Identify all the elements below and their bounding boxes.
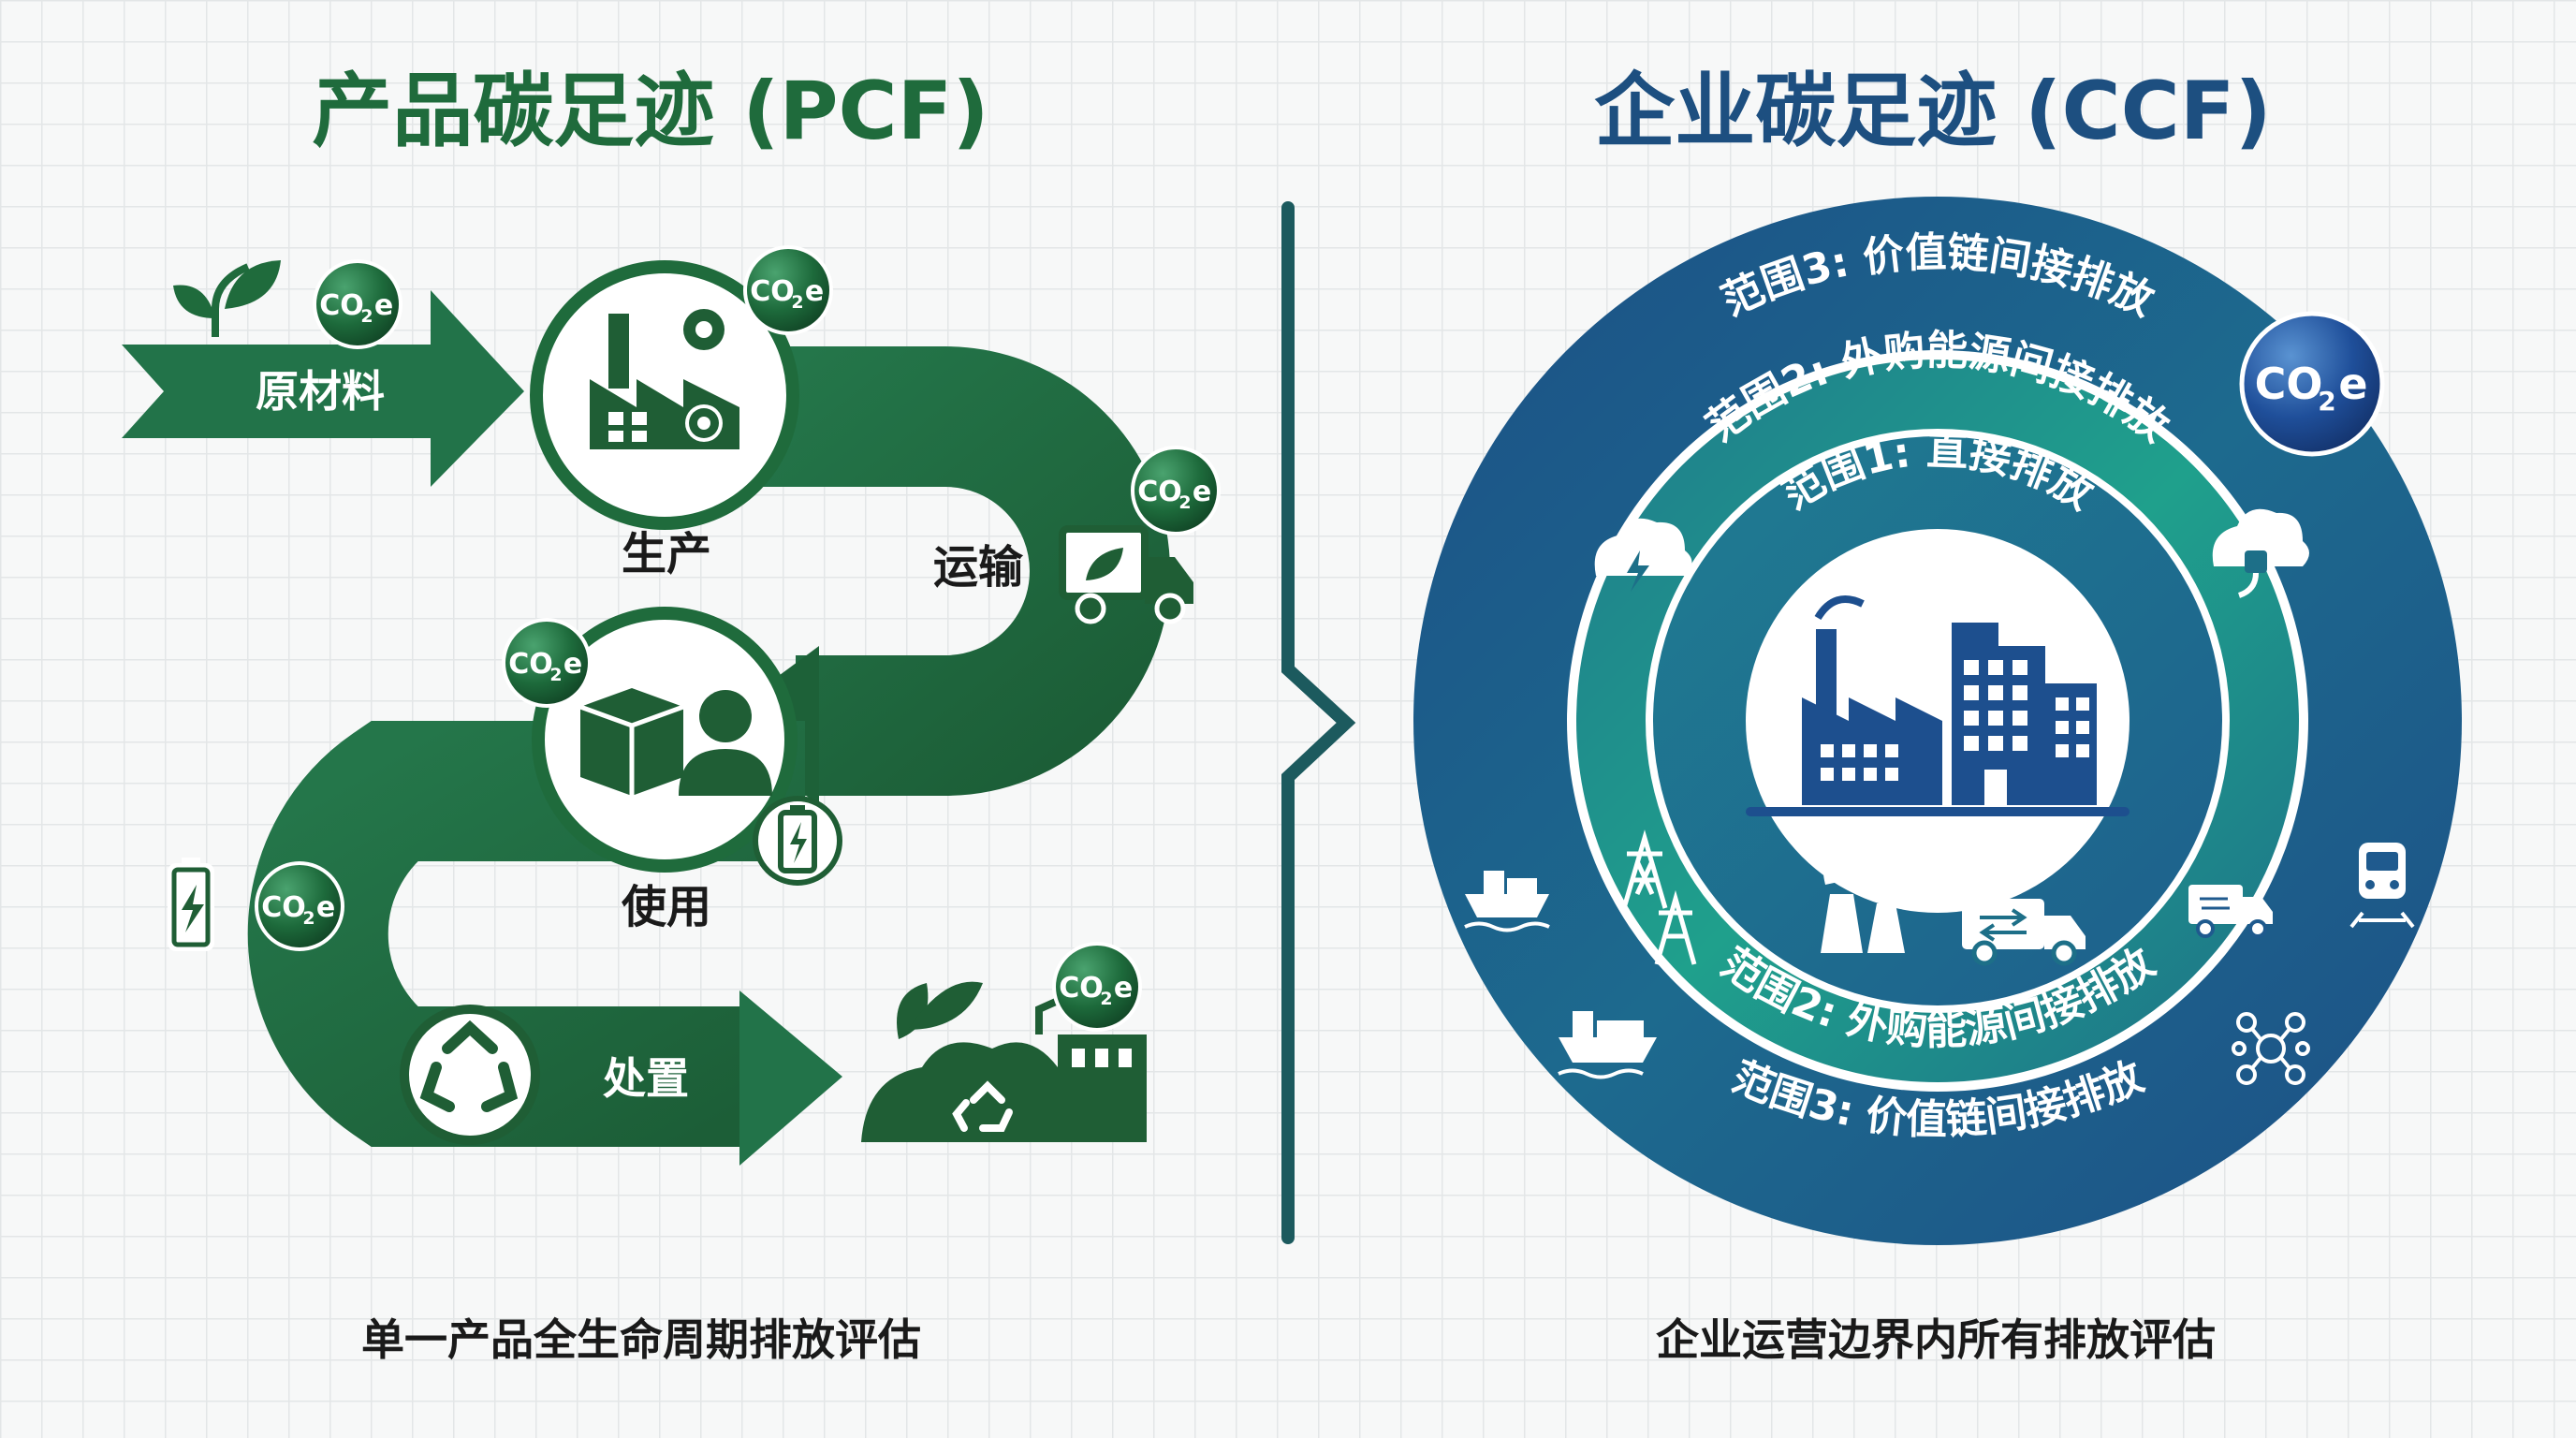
svg-text:2: 2 [549, 665, 562, 685]
ship-icon [1558, 1011, 1657, 1079]
truck-arrows-icon [2188, 885, 2273, 938]
svg-text:CO: CO [2255, 359, 2323, 409]
ccf-title: 企业碳足迹 (CCF) [1594, 65, 2272, 158]
svg-text:2: 2 [1100, 989, 1112, 1009]
svg-text:2: 2 [302, 908, 315, 929]
svg-text:CO: CO [1137, 476, 1182, 508]
co2-badge: CO 2 e [255, 861, 344, 951]
co2-badge: CO 2 e [502, 618, 592, 708]
co2-badge: CO 2 e [313, 259, 402, 349]
factory-gear-icon [590, 309, 739, 449]
battery-icon [753, 796, 842, 886]
production-node [530, 260, 799, 530]
network-icon [2232, 1012, 2310, 1085]
landfill-icon [861, 981, 1147, 1142]
svg-text:e: e [805, 275, 824, 308]
recycle-icon [400, 1005, 540, 1145]
box-user-icon [579, 688, 772, 796]
cloud-plug-icon [2212, 508, 2309, 598]
stage-transport-label: 运输 [933, 541, 1024, 594]
truck-leaf-icon [1059, 525, 1193, 624]
stage-disposal-label: 处置 [603, 1053, 689, 1104]
svg-text:CO: CO [319, 289, 364, 322]
cloud-lightning-icon [1594, 518, 1692, 592]
leaf-icon [173, 260, 281, 337]
use-node [532, 607, 798, 873]
svg-text:e: e [374, 289, 393, 322]
co2-badge: CO 2 e [743, 245, 833, 335]
svg-text:2: 2 [2318, 386, 2335, 417]
stage-production-label: 生产 [622, 528, 711, 580]
pcf-title: 产品碳足迹 (PCF) [312, 65, 988, 158]
truck-arrows-icon [1962, 899, 2086, 966]
co2-badge: CO 2 e [1131, 446, 1221, 536]
power-tower-icon [1621, 829, 1697, 965]
svg-text:CO: CO [1059, 972, 1104, 1005]
co2-badge: CO 2 e [1052, 942, 1142, 1032]
train-icon [2349, 843, 2415, 929]
svg-text:e: e [1114, 972, 1133, 1005]
svg-text:CO: CO [261, 891, 306, 924]
ship-icon [1464, 871, 1550, 932]
battery-icon [168, 858, 214, 951]
divider-line [1281, 201, 1356, 1244]
svg-text:e: e [1193, 476, 1211, 508]
stage-raw-label: 原材料 [256, 366, 385, 417]
pcf-subtitle: 单一产品全生命周期排放评估 [361, 1314, 921, 1365]
factory-building-icon [1746, 595, 2130, 816]
svg-text:2: 2 [1178, 492, 1191, 513]
svg-text:2: 2 [360, 306, 373, 327]
stage-use-label: 使用 [622, 881, 711, 933]
co2-badge: CO 2 e [2239, 311, 2385, 457]
svg-text:CO: CO [750, 275, 795, 308]
svg-text:e: e [316, 891, 335, 924]
svg-text:e: e [564, 648, 582, 681]
ccf-subtitle: 企业运营边界内所有排放评估 [1656, 1314, 2216, 1365]
svg-text:2: 2 [791, 292, 803, 313]
svg-text:e: e [2338, 359, 2367, 409]
power-plant-icon [1821, 833, 1905, 953]
svg-text:CO: CO [508, 648, 553, 681]
